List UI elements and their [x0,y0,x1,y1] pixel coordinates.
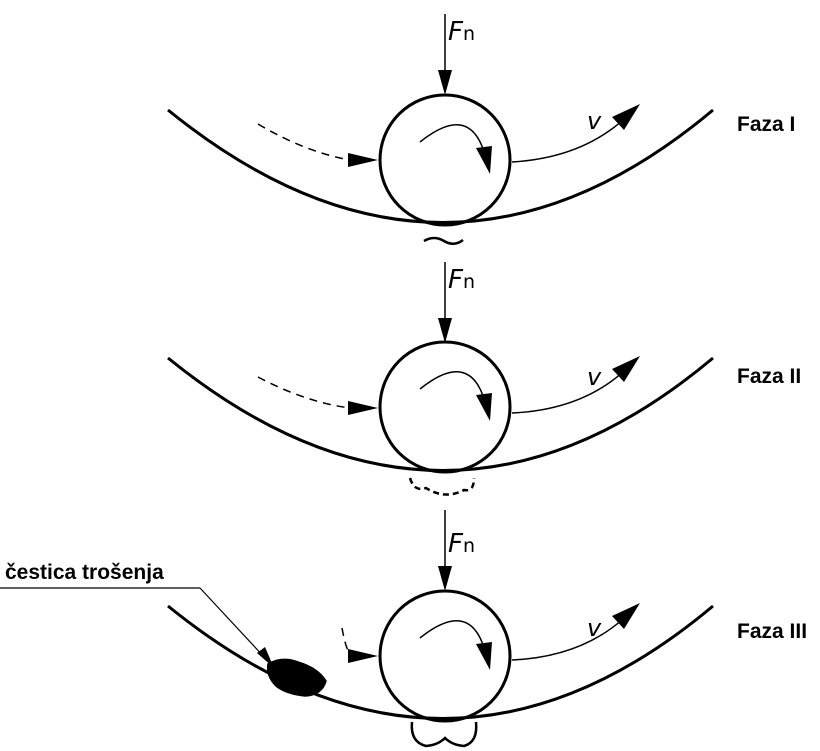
raceway-arc [167,108,714,224]
phase-label: Faza II [737,365,801,388]
velocity-arrowhead [612,356,640,382]
normal-force-arrowhead [438,566,452,591]
callout-leader-arrowhead [257,647,274,668]
normal-force-arrowhead [438,70,452,95]
rolling-ball [378,589,512,723]
rotation-arrowhead [476,393,492,421]
velocity-label: v [587,107,602,135]
wear-particle [266,658,327,697]
rotation-arrowhead [476,642,492,670]
force-subscript: n [463,271,475,293]
phase-label: Faza I [737,113,795,136]
rotation-arrow [419,371,486,403]
velocity-arrow [511,119,624,163]
velocity-label: v [587,363,602,391]
force-label: Fn [448,529,475,559]
phase-2: Fn v Faza II [167,262,801,496]
velocity-arrowhead [612,104,640,130]
incoming-path-dashed [257,123,351,161]
contact-dashed-pit [408,477,476,496]
force-symbol: F [448,265,464,295]
rotation-arrow [419,620,486,652]
rotation-arrow [419,124,486,156]
incoming-path-arrowhead [348,401,378,415]
incoming-path-dashed [257,376,351,409]
phase-3: Fn v Faza III čestica trošenja [0,510,807,748]
force-symbol: F [448,529,464,559]
velocity-arrow [511,371,624,414]
wear-particle-label: čestica trošenja [5,561,164,584]
raceway-arc [167,356,714,472]
velocity-label: v [587,614,602,642]
velocity-arrowhead [612,603,640,629]
velocity-arrow [511,618,624,661]
contact-tilde [423,236,464,245]
force-subscript: n [463,23,475,45]
normal-force-arrowhead [438,318,452,343]
contact-crater [410,721,478,748]
incoming-path-arrowhead [348,649,378,663]
force-symbol: F [448,17,464,47]
force-label: Fn [448,265,475,295]
incoming-path-dashed [341,627,351,654]
incoming-path-arrowhead [348,153,378,167]
rolling-ball [378,93,512,227]
phase-1: Fn v Faza I [167,14,795,245]
phase-label: Faza III [737,620,807,643]
force-label: Fn [448,17,475,47]
rolling-ball [378,340,512,474]
raceway-arc [167,604,714,720]
callout-leader-diagonal [199,587,267,660]
rotation-arrowhead [476,146,492,174]
force-subscript: n [463,535,475,557]
